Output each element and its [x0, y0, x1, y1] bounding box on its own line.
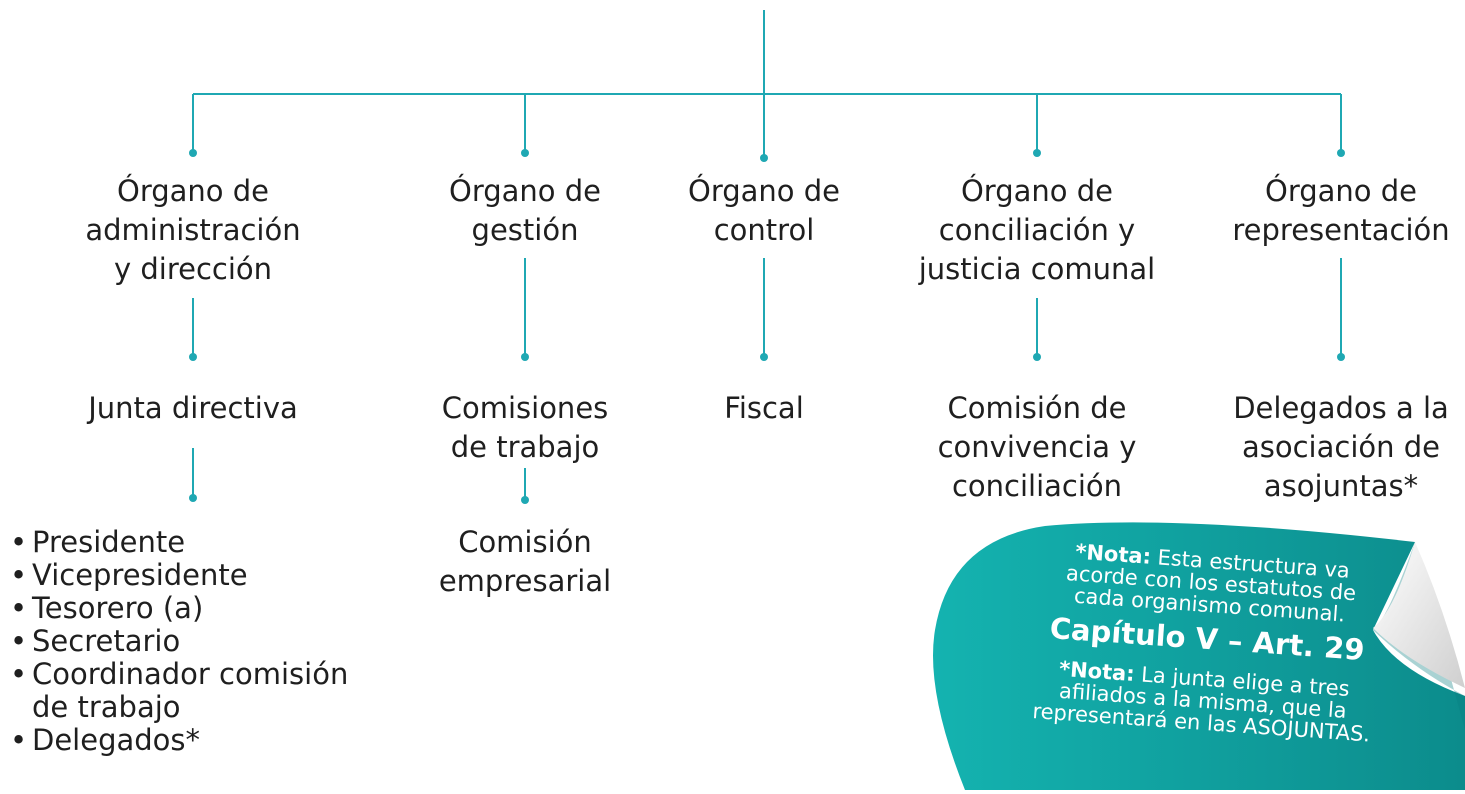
list-item-continuation: de trabajo [32, 690, 181, 724]
connector-node [521, 496, 529, 504]
connector-node [521, 149, 529, 157]
connector-node [760, 353, 768, 361]
connector-node [189, 494, 197, 502]
node-fiscal: Fiscal [724, 391, 804, 425]
note-text: *Nota: Esta estructura va acorde con los… [981, 535, 1433, 749]
connector-node [1337, 353, 1345, 361]
junta-members-list: Presidente Vicepresidente Tesorero (a) S… [8, 526, 348, 758]
connector-node [1337, 149, 1345, 157]
list-item: Delegados* [8, 724, 348, 758]
connector-node [189, 149, 197, 157]
list-item: Coordinador comisión [8, 658, 348, 692]
connector-node [189, 353, 197, 361]
list-item: Presidente [8, 526, 348, 560]
list-item: Secretario [8, 625, 348, 659]
list-item: Vicepresidente [8, 559, 348, 593]
node-junta-directiva: Junta directiva [88, 391, 298, 425]
note-sticker-shape [933, 522, 1465, 790]
note-sticker: *Nota: Esta estructura va acorde con los… [925, 520, 1465, 790]
connector-node [1033, 353, 1041, 361]
connector-node [760, 154, 768, 162]
connector-node [521, 353, 529, 361]
connector-node [1033, 149, 1041, 157]
list-item: Tesorero (a) [8, 592, 348, 626]
